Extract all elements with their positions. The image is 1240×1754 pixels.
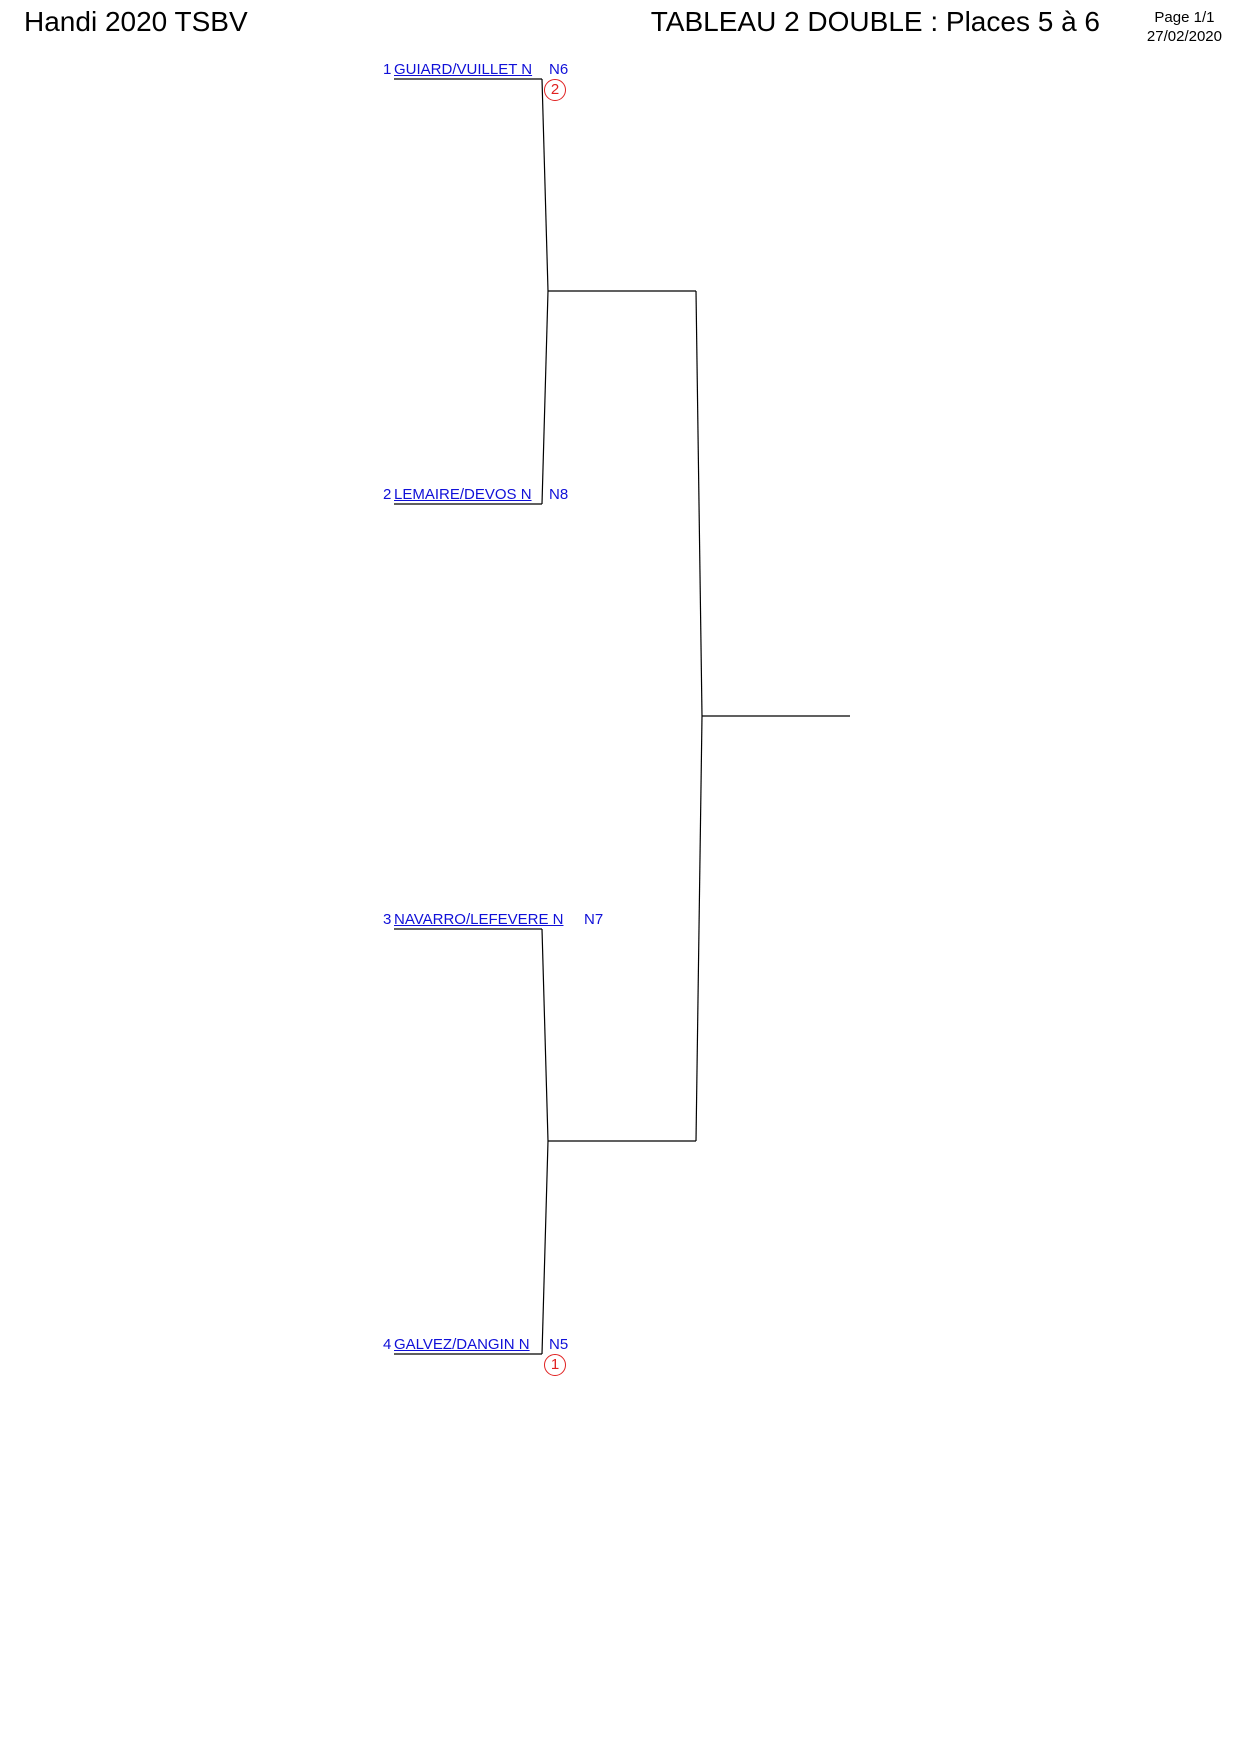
entry-seed: 2	[383, 486, 392, 503]
entry-rank: N5	[549, 1336, 569, 1353]
match-1-connector-top	[541, 78, 549, 292]
match-2-connector-top	[541, 928, 549, 1142]
entry-rank: N6	[549, 61, 569, 78]
entry-pair-link[interactable]: LEMAIRE/DEVOS N	[394, 486, 532, 503]
page-meta: Page 1/1 27/02/2020	[1147, 8, 1222, 46]
entry-pair-link[interactable]: NAVARRO/LEFEVERE N	[394, 911, 564, 928]
place-marker-2: 2	[544, 79, 566, 101]
match-2-connector-bottom	[541, 1140, 549, 1355]
entry-rank: N7	[584, 911, 604, 928]
final-connector-bottom	[695, 715, 703, 1142]
match-1-connector-bottom	[541, 290, 549, 505]
entry-seed: 1	[383, 61, 392, 78]
entry-seed: 4	[383, 1336, 392, 1353]
final-connector-top	[695, 290, 703, 717]
place-marker-1: 1	[544, 1354, 566, 1376]
print-date: 27/02/2020	[1146, 28, 1222, 45]
event-title: Handi 2020 TSBV	[24, 6, 248, 37]
entry-seed: 3	[383, 911, 392, 928]
entry-pair-link[interactable]: GALVEZ/DANGIN N	[394, 1336, 530, 1353]
entry-pair-link[interactable]: GUIARD/VUILLET N	[394, 61, 533, 78]
entry-rank: N8	[549, 486, 569, 503]
page-number: Page 1/1	[1154, 9, 1215, 26]
page-title: TABLEAU 2 DOUBLE : Places 5 à 6	[650, 6, 1100, 37]
